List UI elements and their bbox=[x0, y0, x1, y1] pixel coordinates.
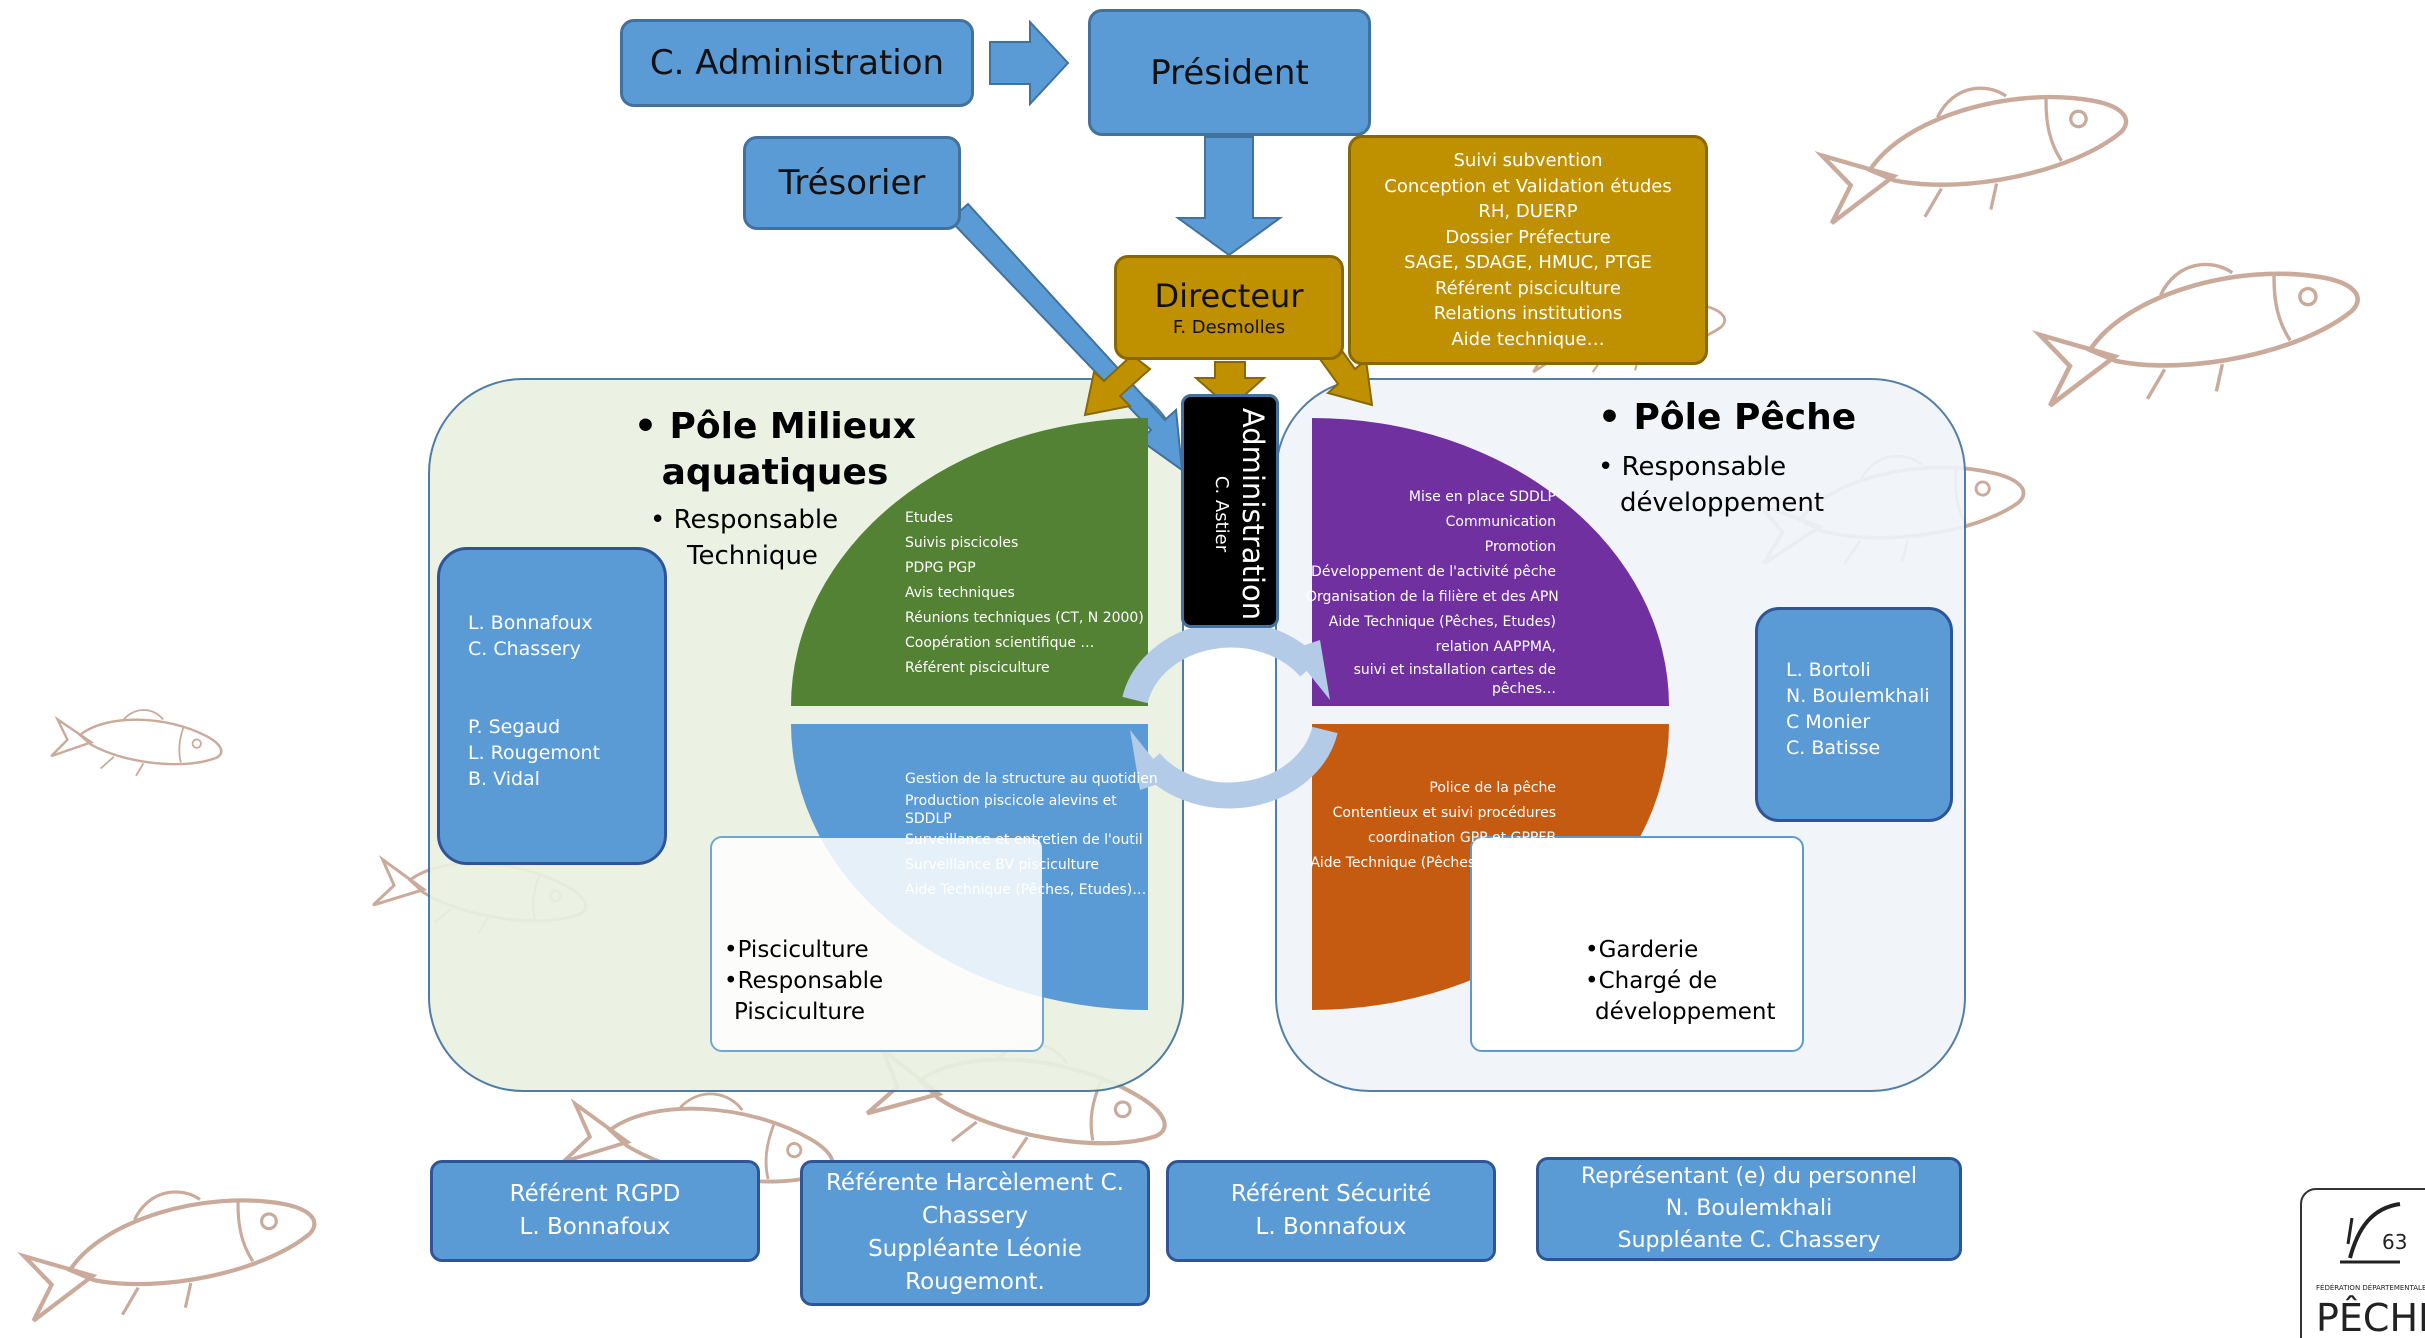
task-item: Police de la pêche bbox=[1429, 780, 1556, 796]
administration-title: Administration bbox=[1236, 407, 1270, 621]
director-tasks-box: Suivi subvention Conception et Validatio… bbox=[1348, 135, 1708, 365]
person: L. Bortoli bbox=[1786, 659, 1871, 681]
president-box: Président bbox=[1088, 9, 1371, 136]
person: L. Rougemont bbox=[468, 742, 601, 764]
person: L. Bonnafoux bbox=[468, 612, 593, 634]
task-item: Promotion bbox=[1484, 539, 1556, 555]
task-item: Suivis piscicoles bbox=[905, 535, 1019, 551]
person: B. Vidal bbox=[468, 768, 540, 790]
task-item: Etudes bbox=[905, 510, 954, 526]
orange-task-list: Police de la pêche Contentieux et suivi … bbox=[1306, 776, 1556, 876]
task-item: Production piscicole alevins et bbox=[905, 793, 1117, 809]
tresorier-to-administration-arrow bbox=[948, 202, 1184, 473]
task-item: Organisation de la filière et des APN bbox=[1306, 589, 1559, 605]
logo-number: 63 bbox=[2382, 1230, 2408, 1254]
president-to-directeur-arrow bbox=[1174, 136, 1284, 257]
task-item: Référent pisciculture bbox=[905, 660, 1050, 676]
task-item: SDDLP bbox=[905, 811, 952, 827]
task-item: Réunions techniques (CT, N 2000) bbox=[905, 610, 1144, 626]
pisciculture-text: •Pisciculture •Responsable Pisciculture bbox=[724, 937, 884, 1025]
ca-box: C. Administration bbox=[620, 19, 974, 107]
task-item: Mise en place SDDLP bbox=[1408, 489, 1556, 505]
administration-name: C. Astier bbox=[1211, 475, 1232, 553]
task-item: Aide Technique (Pêches, Etudes)… bbox=[905, 882, 1147, 898]
logo-caption: FÉDÉRATION DÉPARTEMENTALE bbox=[2316, 1284, 2425, 1292]
president-label: Président bbox=[1150, 52, 1309, 93]
director-task: Conception et Validation études bbox=[1384, 175, 1672, 197]
tresorier-box: Trésorier bbox=[743, 136, 961, 230]
green-quadrant bbox=[791, 418, 1148, 706]
green-task-list: Etudes Suivis piscicoles PDPG PGP Avis t… bbox=[905, 506, 1144, 681]
task-item: Aide Technique (Pêches, Etudes) bbox=[1328, 614, 1556, 630]
person: P. Segaud bbox=[468, 716, 561, 738]
task-item: Contentieux et suivi procédures bbox=[1332, 805, 1556, 821]
task-item: Avis techniques bbox=[905, 585, 1015, 601]
purple-quadrant bbox=[1312, 418, 1669, 706]
person: C. Chassery bbox=[468, 638, 581, 660]
cycle-arrow-bottom bbox=[1140, 726, 1338, 809]
directeur-title: Directeur bbox=[1154, 276, 1304, 315]
director-task: Dossier Préfecture bbox=[1445, 226, 1611, 248]
person: N. Boulemkhali bbox=[1786, 685, 1930, 707]
director-task: Relations institutions bbox=[1433, 303, 1623, 324]
task-item: PDPG PGP bbox=[905, 560, 976, 576]
task-item: relation AAPPMA, bbox=[1435, 639, 1556, 655]
task-item: Aide Technique (Pêches, Etudes) … bbox=[1310, 855, 1556, 871]
task-item: Développement de l'activité pêche bbox=[1311, 564, 1556, 580]
cycle-arrow-top bbox=[1122, 621, 1320, 704]
directeur-center-arrow bbox=[1193, 361, 1267, 410]
tresorier-label: Trésorier bbox=[778, 163, 926, 203]
cycle-arrow-bottom-head bbox=[1130, 730, 1170, 790]
task-item: coordination GPP et GPPFB bbox=[1368, 830, 1556, 846]
person: C. Batisse bbox=[1786, 737, 1881, 759]
pole-peche-subtitle: • Responsable développement bbox=[1598, 452, 1825, 518]
task-item: Communication bbox=[1445, 514, 1556, 530]
harcelement-box: Référente Harcèlement C. Chassery Supplé… bbox=[800, 1160, 1150, 1306]
directeur-name: F. Desmolles bbox=[1172, 316, 1286, 338]
garderie-text: •Garderie •Chargé de développement bbox=[1585, 937, 1776, 1025]
task-item: Surveillance BV pisciculture bbox=[905, 857, 1100, 873]
task-item: Gestion de la structure au quotidien bbox=[905, 771, 1158, 787]
task-item: Coopération scientifique … bbox=[905, 635, 1095, 651]
securite-box: Référent Sécurité L. Bonnafoux bbox=[1166, 1160, 1496, 1262]
administration-box: Administration C. Astier bbox=[1181, 394, 1279, 628]
director-task: Aide technique… bbox=[1451, 328, 1605, 350]
cycle-arrow-top-head bbox=[1290, 640, 1330, 700]
directeur-left-arrow bbox=[1083, 353, 1152, 417]
garderie-box bbox=[1470, 836, 1804, 1052]
director-task: Suivi subvention bbox=[1453, 150, 1603, 171]
directeur-box: Directeur F. Desmolles bbox=[1114, 255, 1344, 360]
director-task: SAGE, SDAGE, HMUC, PTGE bbox=[1404, 252, 1652, 273]
ca-label: C. Administration bbox=[649, 43, 945, 83]
federation-logo: 63 FÉDÉRATION DÉPARTEMENTALE PÊCHE bbox=[2300, 1188, 2425, 1338]
pole-peche-title: • Pôle Pêche bbox=[1598, 397, 1857, 438]
task-item: pêches… bbox=[1492, 681, 1556, 697]
fish-logo-icon bbox=[2340, 1202, 2401, 1264]
pole-milieux-people-box: L. Bonnafoux C. Chassery P. Segaud L. Ro… bbox=[437, 547, 667, 865]
pole-milieux-title: • Pôle Milieux aquatiques bbox=[633, 406, 917, 493]
blue-task-list: Gestion de la structure au quotidien Pro… bbox=[905, 767, 1158, 903]
logo-word: PÊCHE bbox=[2316, 1296, 2425, 1338]
director-task: Référent pisciculture bbox=[1434, 277, 1621, 299]
director-task: RH, DUERP bbox=[1478, 201, 1578, 222]
task-item: suivi et installation cartes de bbox=[1353, 662, 1556, 678]
pisciculture-box bbox=[710, 836, 1044, 1052]
representant-box: Représentant (e) du personnel N. Boulemk… bbox=[1536, 1157, 1962, 1261]
pole-peche-people-box: L. Bortoli N. Boulemkhali C Monier C. Ba… bbox=[1755, 607, 1953, 822]
rgpd-box: Référent RGPD L. Bonnafoux bbox=[430, 1160, 760, 1262]
task-item: Surveillance et entretien de l'outil bbox=[905, 832, 1143, 848]
pole-milieux-subtitle: • Responsable Technique bbox=[650, 505, 839, 571]
person: C Monier bbox=[1786, 711, 1871, 733]
purple-task-list: Mise en place SDDLP Communication Promot… bbox=[1306, 485, 1559, 698]
ca-to-president-arrow bbox=[989, 19, 1070, 107]
